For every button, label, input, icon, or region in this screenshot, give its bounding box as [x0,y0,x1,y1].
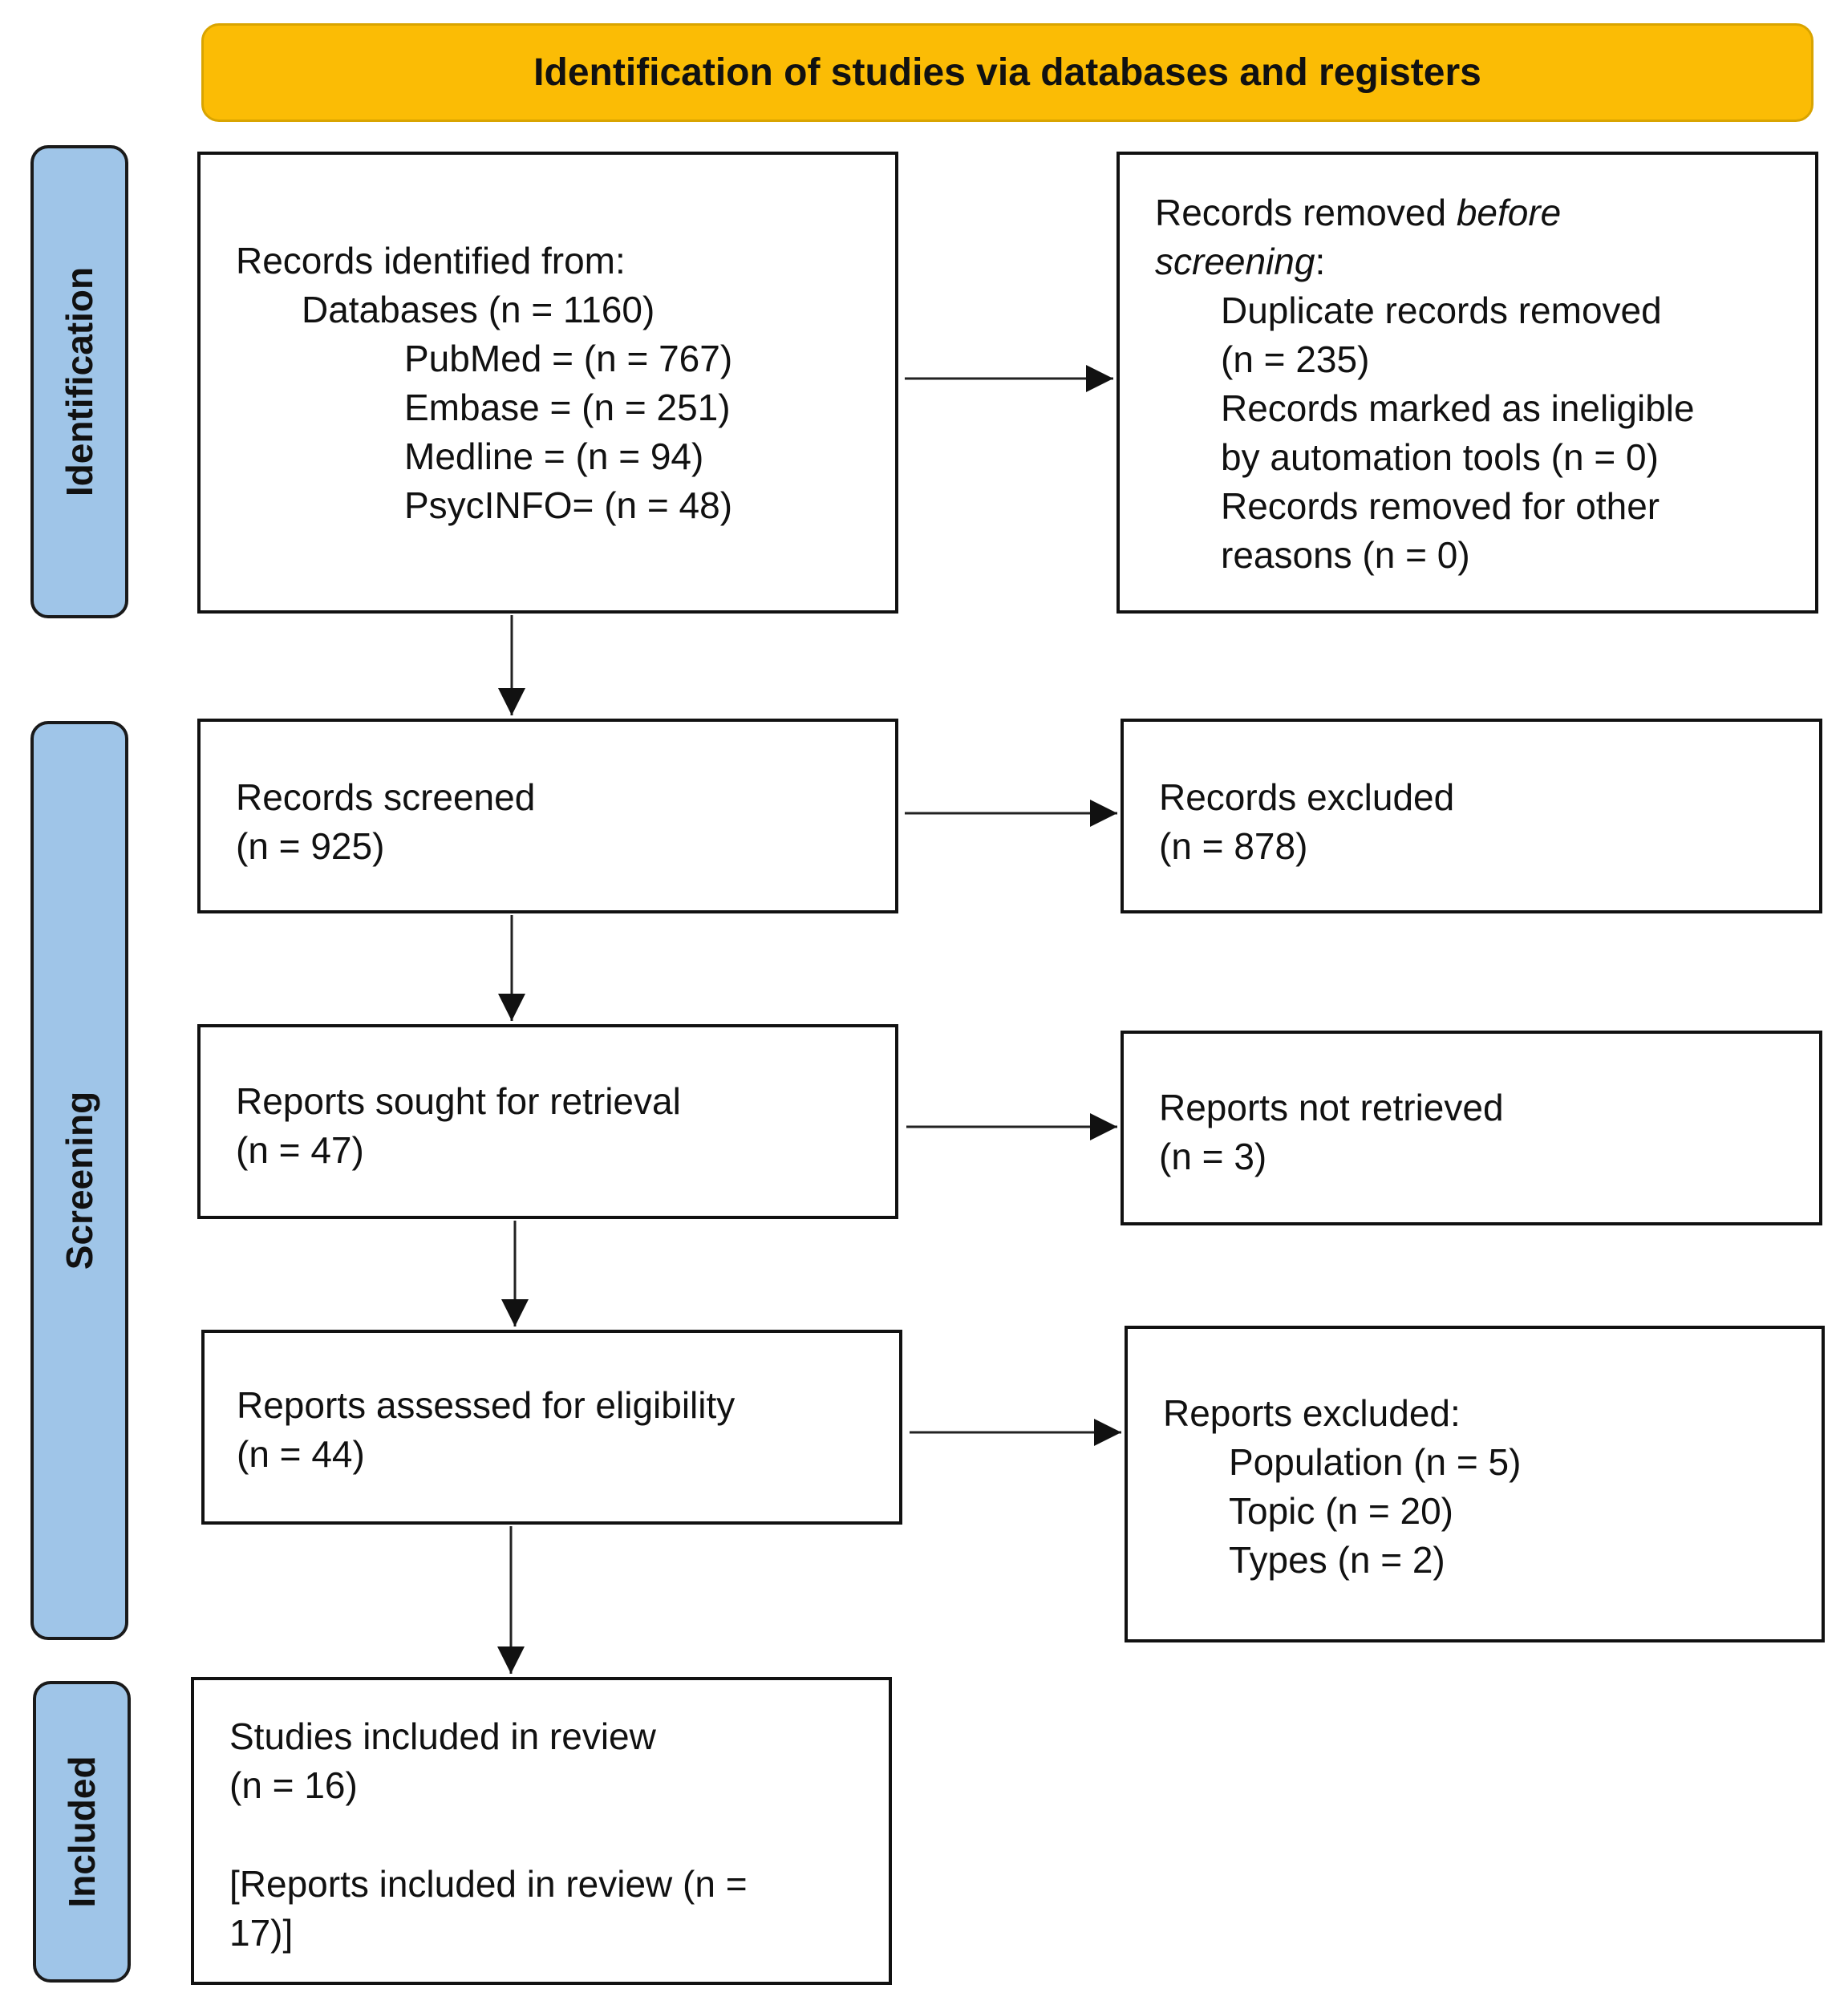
studies-included-box: Studies included in review (n = 16) [Rep… [191,1677,892,1985]
exclusion-reason: Population (n = 5) [1229,1441,1522,1483]
box-label: Reports assessed for eligibility [237,1384,736,1426]
source-medline: Medline = (n = 94) [404,435,704,477]
box-heading: Records removed before [1155,192,1562,233]
removed-line: Duplicate records removed [1221,290,1662,331]
identification-header: Identification of studies via databases … [201,23,1814,122]
box-count: (n = 47) [236,1129,364,1171]
reports-included-2: 17)] [229,1912,294,1954]
source-pubmed: PubMed = (n = 767) [404,338,733,379]
box-count: (n = 44) [237,1433,365,1475]
records-removed-box: Records removed before screening: Duplic… [1116,152,1818,614]
header-title: Identification of studies via databases … [533,51,1481,94]
exclusion-reason: Topic (n = 20) [1229,1490,1453,1532]
removed-line: Records marked as ineligible [1221,387,1695,429]
reports-included: [Reports included in review (n = [229,1863,748,1905]
box-label: Records excluded [1159,776,1455,818]
phase-included: Included [33,1681,131,1983]
box-label: Studies included in review [229,1715,656,1757]
phase-screening: Screening [30,721,128,1640]
records-screened-box: Records screened (n = 925) [197,719,898,913]
records-excluded-box: Records excluded (n = 878) [1121,719,1822,913]
removed-line: Records removed for other [1221,485,1660,527]
source-psycinfo: PsycINFO= (n = 48) [404,484,733,526]
box-heading-2: screening: [1155,241,1326,282]
box-count: (n = 925) [236,825,385,867]
records-identified-box: Records identified from: Databases (n = … [197,152,898,614]
box-count: (n = 3) [1159,1136,1267,1177]
removed-line: reasons (n = 0) [1221,534,1470,576]
phase-identification: Identification [30,145,128,618]
reports-assessed-box: Reports assessed for eligibility (n = 44… [201,1330,902,1525]
box-label: Records screened [236,776,536,818]
box-heading: Records identified from: [236,240,626,281]
box-count: (n = 878) [1159,825,1308,867]
box-label: Reports sought for retrieval [236,1080,681,1122]
reports-sought-box: Reports sought for retrieval (n = 47) [197,1024,898,1219]
reports-excluded-box: Reports excluded: Population (n = 5) Top… [1125,1326,1825,1642]
box-count: (n = 16) [229,1764,358,1806]
box-heading: Reports excluded: [1163,1392,1461,1434]
removed-line: by automation tools (n = 0) [1221,436,1659,478]
removed-line: (n = 235) [1221,338,1370,380]
source-embase: Embase = (n = 251) [404,387,731,428]
reports-not-retrieved-box: Reports not retrieved (n = 3) [1121,1031,1822,1225]
exclusion-reason: Types (n = 2) [1229,1539,1445,1581]
databases-count: Databases (n = 1160) [302,289,655,330]
box-label: Reports not retrieved [1159,1087,1504,1128]
